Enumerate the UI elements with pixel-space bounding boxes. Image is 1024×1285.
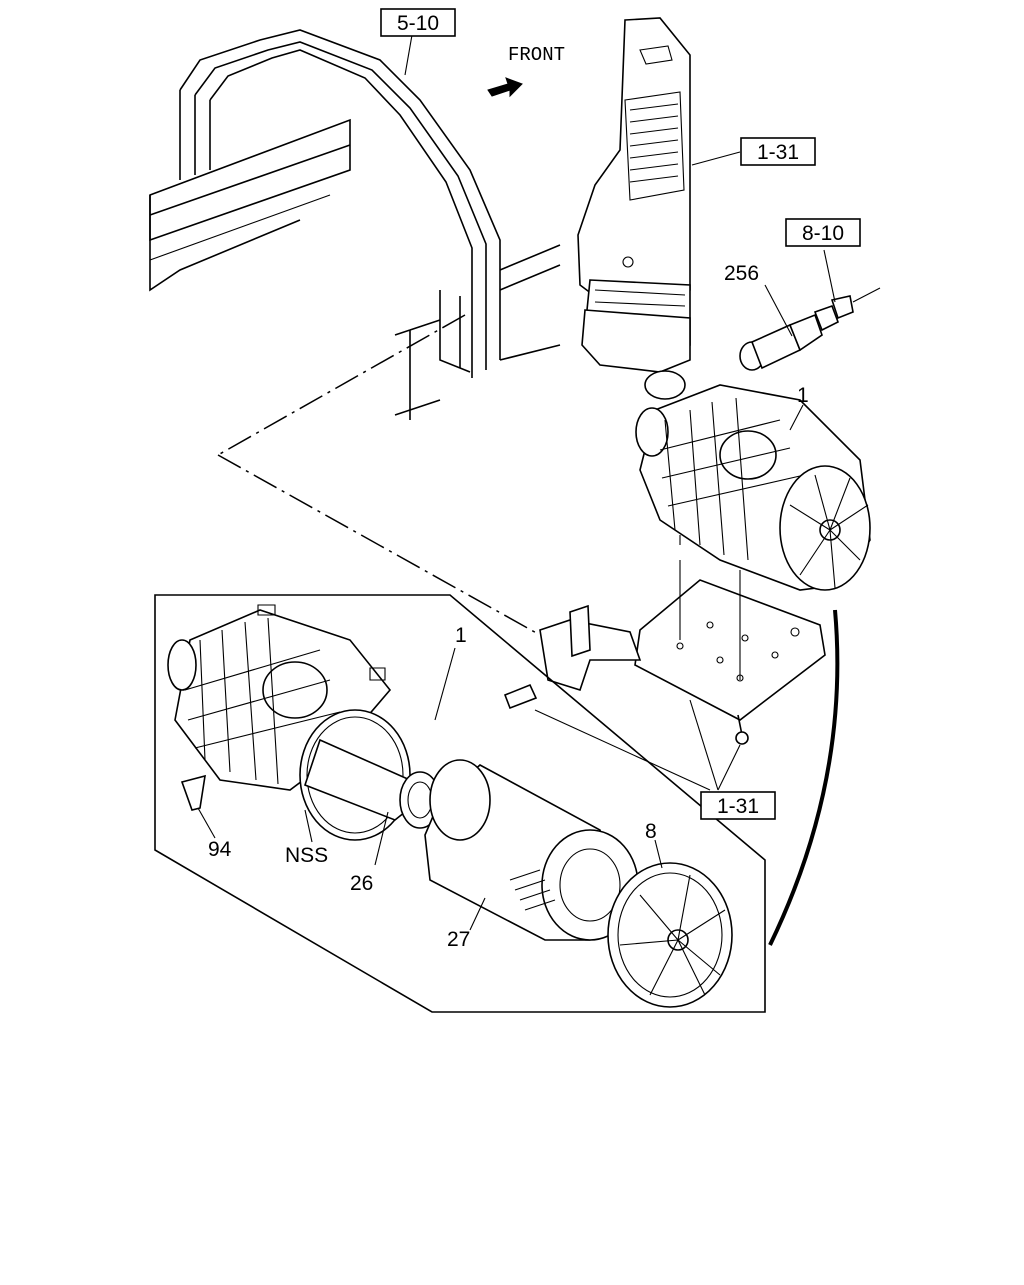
part-number-1-upper: 1 (797, 384, 809, 407)
leader-1-31-b (717, 744, 741, 791)
leader-1-31-a (689, 699, 719, 791)
part-number-256: 256 (724, 262, 759, 285)
reference-box-5-10[interactable]: 5-10 (380, 8, 456, 37)
part-number-94: 94 (208, 838, 232, 861)
assembly-arc (768, 609, 840, 946)
part-number-8: 8 (645, 820, 657, 843)
mounting-bracket (503, 560, 826, 745)
ref-1-31-bottom-label: 1-31 (717, 795, 759, 818)
leader-part-1-lower (434, 647, 456, 721)
ref-1-31-top-label: 1-31 (757, 141, 799, 164)
leader-nss (304, 809, 313, 843)
part-number-27: 27 (447, 928, 470, 951)
cab-frame-rollbar (149, 29, 561, 456)
leader-5-10 (404, 34, 413, 76)
reference-box-1-31-top[interactable]: 1-31 (740, 137, 816, 166)
intake-duct (577, 17, 691, 400)
primary-element-27 (424, 759, 639, 941)
leader-dash-1 (217, 454, 541, 636)
drain-valve-94 (180, 774, 216, 839)
front-arrow-icon (487, 77, 523, 98)
air-cleaner-upper (635, 384, 871, 591)
ref-5-10-label: 5-10 (397, 12, 439, 35)
reference-box-8-10[interactable]: 8-10 (785, 218, 861, 247)
front-label: FRONT (508, 44, 565, 66)
reference-box-1-31-bottom[interactable]: 1-31 (700, 791, 776, 820)
part-number-1-lower: 1 (455, 624, 467, 647)
exploded-assembly-box (154, 594, 766, 1013)
ref-8-10-label: 8-10 (802, 222, 844, 245)
end-cover-8 (607, 839, 733, 1008)
leader-1-31-c (534, 709, 711, 791)
part-label-nss: NSS (285, 844, 328, 867)
leader-1-31-top (691, 151, 741, 166)
part-number-26: 26 (350, 872, 373, 895)
safety-element-26 (304, 738, 441, 866)
leader-part-1-upper (789, 404, 804, 431)
indicator-sensor-256 (739, 249, 881, 371)
